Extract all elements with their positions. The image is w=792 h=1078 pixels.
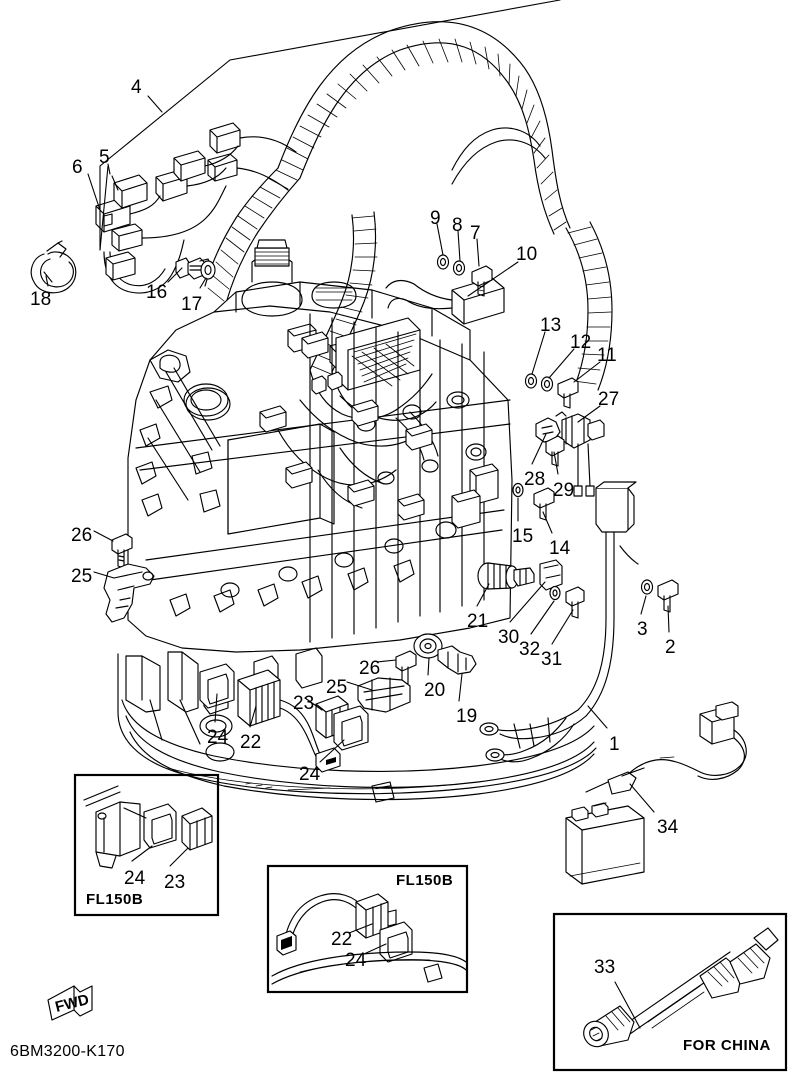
callout-32: 32	[519, 639, 541, 660]
part-22-rectifier	[237, 669, 341, 773]
callout-19: 19	[456, 706, 478, 727]
callout-29: 29	[553, 480, 575, 501]
part-14-15	[512, 482, 555, 521]
callout-18: 18	[30, 289, 52, 310]
callout-34: 34	[657, 817, 679, 838]
part-34-battery-lead	[565, 701, 747, 885]
callout-24-a: 24	[207, 727, 229, 748]
callout-12: 12	[570, 332, 592, 353]
inset-fl150b-center-art	[266, 864, 469, 994]
part-21-solenoid	[477, 562, 535, 590]
callout-27: 27	[598, 389, 620, 410]
part-30-bracket	[539, 559, 563, 591]
part-28-29-bracket	[535, 411, 567, 467]
callout-16: 16	[146, 282, 168, 303]
inset-china-callout-33: 33	[594, 957, 616, 978]
hardware-11-12-13	[524, 373, 579, 409]
callout-11: 11	[597, 345, 617, 366]
inset-center-title: FL150B	[396, 872, 454, 889]
callout-1: 1	[609, 734, 620, 755]
part-1-battery-cables	[479, 481, 639, 763]
callout-24-b: 24	[299, 764, 321, 785]
part-24-grommet-b	[333, 705, 369, 751]
callout-30: 30	[498, 627, 520, 648]
part-25-26-center	[357, 650, 417, 713]
inset-china-title: FOR CHINA	[683, 1037, 771, 1054]
callout-13: 13	[540, 315, 562, 336]
part-18-clamp	[30, 240, 77, 294]
callout-25-left: 25	[71, 566, 93, 587]
engine-block	[127, 239, 513, 653]
part-25-26-left	[103, 533, 155, 623]
part-19-20	[413, 633, 477, 675]
part-17-oring	[200, 260, 216, 280]
callout-4: 4	[131, 77, 142, 98]
inset-left-title: FL150B	[86, 891, 144, 908]
callout-3: 3	[637, 619, 648, 640]
part-10-connector	[385, 277, 505, 325]
callout-17: 17	[181, 294, 203, 315]
inset-left-callout-23: 23	[164, 872, 186, 893]
part-27-solenoid	[561, 413, 605, 497]
inset-center-callout-22: 22	[331, 929, 353, 950]
part-24-grommet-a	[199, 663, 235, 709]
callout-5: 5	[99, 147, 110, 168]
callout-26-center: 26	[359, 658, 381, 679]
callout-25-center: 25	[326, 677, 348, 698]
hardware-7-8-9	[436, 254, 493, 297]
part-number-label: 6BM3200-K170	[10, 1043, 125, 1060]
callout-leaders	[43, 0, 670, 813]
callout-2: 2	[665, 637, 676, 658]
inset-center-callout-24: 24	[345, 950, 367, 971]
callout-22: 22	[240, 732, 262, 753]
callout-31: 31	[541, 649, 563, 670]
fwd-arrow-icon	[47, 985, 93, 1021]
callout-20: 20	[424, 680, 446, 701]
callout-23: 23	[293, 693, 315, 714]
inset-for-china-art	[552, 912, 788, 1072]
lower-cowling	[117, 647, 597, 803]
part-31-32	[549, 585, 585, 619]
part-2-3	[640, 579, 679, 613]
callout-15: 15	[512, 526, 534, 547]
callout-7: 7	[470, 223, 481, 244]
inset-left-callout-24: 24	[124, 868, 146, 889]
callout-26-left: 26	[71, 525, 93, 546]
callout-28: 28	[524, 469, 546, 490]
harness-over-engine	[259, 331, 439, 521]
callout-6: 6	[72, 157, 83, 178]
inset-fl150b-left-art	[73, 773, 220, 917]
connector-blocks-upper-left	[95, 122, 297, 294]
callout-8: 8	[452, 215, 463, 236]
callout-14: 14	[549, 538, 571, 559]
callout-21: 21	[467, 611, 489, 632]
callout-10: 10	[516, 244, 538, 265]
callout-9: 9	[430, 208, 441, 229]
